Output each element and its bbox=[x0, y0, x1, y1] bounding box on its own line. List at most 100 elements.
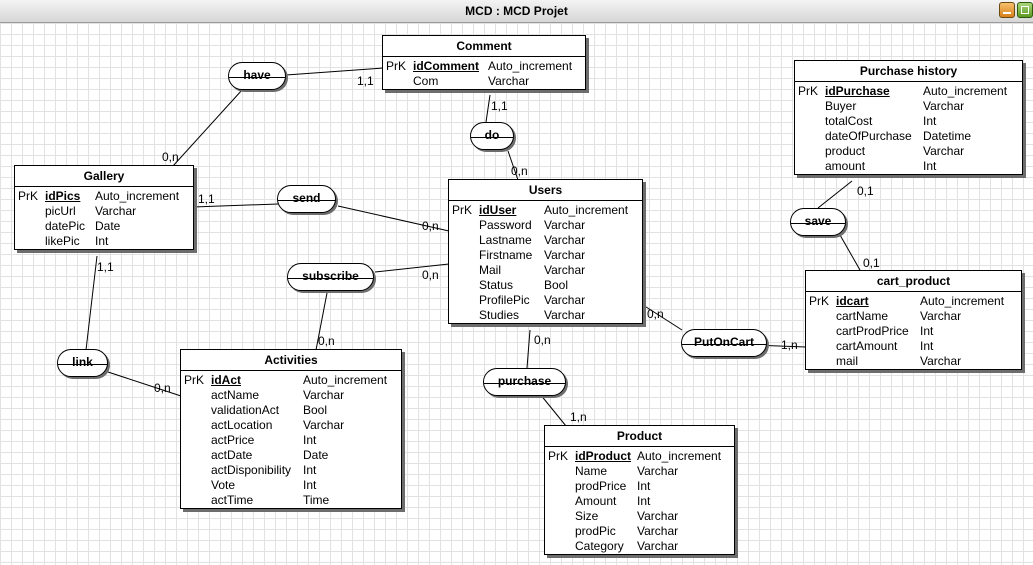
entity-title: cart_product bbox=[806, 271, 1021, 292]
attribute-type: Varchar bbox=[637, 509, 679, 523]
key-label bbox=[548, 524, 575, 539]
attribute-type: Varchar bbox=[303, 388, 345, 402]
key-label bbox=[18, 204, 45, 219]
attribute-type: Varchar bbox=[544, 293, 586, 307]
attribute-name: picUrl bbox=[45, 204, 76, 218]
attribute-row: picUrl Varchar bbox=[18, 204, 193, 219]
attribute-row: actName Varchar bbox=[184, 388, 401, 403]
key-label: PrK bbox=[386, 59, 407, 73]
association-have[interactable]: have bbox=[228, 62, 286, 90]
key-label bbox=[184, 433, 211, 448]
key-label bbox=[452, 263, 479, 278]
attribute-type: Time bbox=[303, 493, 330, 507]
association-purchase[interactable]: purchase bbox=[483, 368, 566, 396]
attribute-name: actName bbox=[211, 388, 260, 402]
entity-title: Product bbox=[545, 426, 734, 447]
attribute-name: Firstname bbox=[479, 248, 533, 262]
attribute-type: Varchar bbox=[920, 354, 962, 368]
cardinality-label: 0,n bbox=[318, 334, 335, 348]
attribute-type: Int bbox=[303, 478, 317, 492]
key-label bbox=[18, 219, 45, 234]
attribute-type: Auto_increment bbox=[920, 294, 1005, 308]
attribute-name: Category bbox=[575, 539, 624, 553]
attribute-type: Auto_increment bbox=[488, 59, 573, 73]
cardinality-label: 0,n bbox=[422, 219, 439, 233]
association-save[interactable]: save bbox=[790, 208, 846, 236]
cardinality-label: 1,n bbox=[781, 338, 798, 352]
cardinality-label: 0,n bbox=[162, 150, 179, 164]
attribute-name: amount bbox=[825, 159, 866, 173]
attribute-type: Varchar bbox=[637, 464, 679, 478]
attribute-type: Auto_increment bbox=[637, 449, 722, 463]
association-putoncart[interactable]: PutOnCart bbox=[681, 329, 767, 357]
key-label: PrK bbox=[798, 84, 819, 98]
attribute-type: Varchar bbox=[544, 248, 586, 262]
attribute-type: Varchar bbox=[488, 74, 530, 88]
key-label bbox=[798, 99, 825, 114]
entity-title: Purchase history bbox=[795, 61, 1022, 82]
window-titlebar: MCD : MCD Projet bbox=[0, 0, 1033, 23]
attribute-type: Varchar bbox=[303, 418, 345, 432]
line-do-comment bbox=[485, 94, 491, 123]
attribute-name: cartProdPrice bbox=[836, 324, 909, 338]
key-label bbox=[809, 339, 836, 354]
key-label bbox=[452, 248, 479, 263]
attribute-name: actLocation bbox=[211, 418, 273, 432]
key-label bbox=[452, 233, 479, 248]
attribute-name: prodPrice bbox=[575, 479, 627, 493]
key-label bbox=[798, 159, 825, 174]
key-label: PrK bbox=[452, 203, 473, 217]
attribute-type: Bool bbox=[544, 278, 569, 292]
attribute-name: actDate bbox=[211, 448, 253, 462]
attribute-type: Varchar bbox=[923, 144, 965, 158]
association-link[interactable]: link bbox=[57, 349, 108, 377]
attribute-name: idUser bbox=[479, 203, 517, 217]
attribute-type: Varchar bbox=[95, 204, 137, 218]
attribute-name: idProduct bbox=[575, 449, 631, 463]
association-subscribe[interactable]: subscribe bbox=[287, 263, 374, 291]
attribute-name: product bbox=[825, 144, 866, 158]
attribute-type: Int bbox=[637, 479, 651, 493]
attribute-name: idAct bbox=[211, 373, 241, 387]
key-label bbox=[184, 493, 211, 508]
attribute-name: actPrice bbox=[211, 433, 255, 447]
association-do[interactable]: do bbox=[470, 122, 514, 150]
attribute-name: cartAmount bbox=[836, 339, 898, 353]
attribute-name: Mail bbox=[479, 263, 502, 277]
minimize-icon[interactable] bbox=[999, 2, 1015, 18]
key-label: PrK bbox=[184, 373, 205, 387]
key-label bbox=[184, 418, 211, 433]
attribute-type: Int bbox=[920, 324, 934, 338]
maximize-icon[interactable] bbox=[1017, 2, 1033, 18]
attribute-type: Int bbox=[637, 494, 651, 508]
attribute-type: Int bbox=[920, 339, 934, 353]
association-send[interactable]: send bbox=[277, 185, 336, 213]
attribute-type: Varchar bbox=[923, 99, 965, 113]
